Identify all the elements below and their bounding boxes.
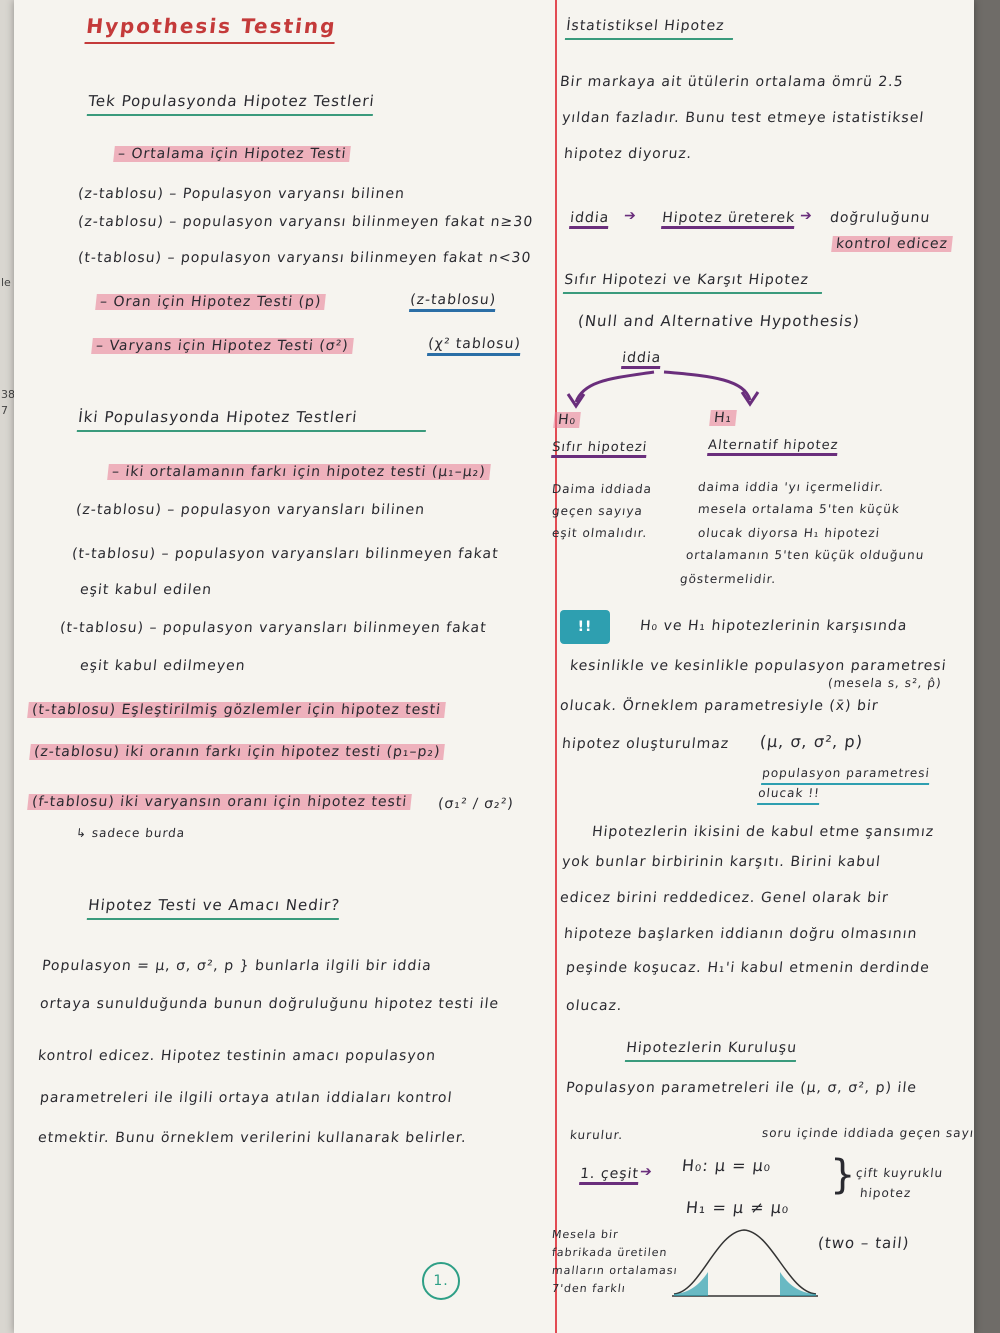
two-tail: (two – tail) — [817, 1234, 911, 1252]
kurulus-line-1: Populasyon parametreleri ile (μ, σ, σ², … — [565, 1080, 918, 1096]
t-tablosu-line-1: (t-tablosu) – populasyon varyansı bilinm… — [77, 250, 533, 266]
soru-note: soru içinde iddiada geçen sayı — [761, 1126, 975, 1140]
amac-line-1: Populasyon = μ, σ, σ², p } bunlarla ilgi… — [41, 958, 433, 974]
amac-line-3: kontrol edicez. Hipotez testinin amacı p… — [37, 1048, 437, 1064]
heading-istatistiksel: İstatistiksel Hipotez — [564, 18, 736, 40]
t-tablosu-line-3b: eşit kabul edilmeyen — [79, 658, 247, 674]
kabul-line-5: peşinde koşucaz. H₁'i kabul etmenin derd… — [565, 960, 931, 976]
pop-params: (μ, σ, σ², p) — [759, 732, 865, 751]
kontrol-edicez: kontrol edicez — [831, 236, 953, 252]
ist-line-2: yıldan fazladır. Bunu test etmeye istati… — [561, 110, 926, 126]
ist-line-1: Bir markaya ait ütülerin ortalama ömrü 2… — [559, 74, 905, 90]
hipotez-ureterek: Hipotez üreterek — [661, 210, 796, 229]
t-tablosu-line-2b: eşit kabul edilen — [79, 582, 213, 598]
page-title: Hypothesis Testing — [84, 14, 338, 44]
null-alternative: (Null and Alternative Hypothesis) — [577, 312, 861, 330]
notebook-page: Hypothesis Testing Tek Populasyonda Hipo… — [14, 0, 975, 1333]
bell-curve-icon — [672, 1229, 818, 1297]
iddia-center: iddia — [621, 350, 663, 369]
z-tablosu-line-2: (z-tablosu) – populasyon varyansı bilinm… — [77, 214, 534, 230]
heading-iki-populasyon: İki Populasyonda Hipotez Testleri — [76, 408, 429, 432]
item-iki-varyans: (f-tablosu) iki varyansın oranı için hip… — [27, 794, 413, 810]
warning-icon: !! — [560, 610, 610, 644]
cesit-label: 1. çeşit — [579, 1166, 640, 1185]
page-number: 1. — [422, 1262, 460, 1300]
h1-desc-1: daima iddia 'yı içermelidir. — [697, 480, 885, 494]
sadece-burda-note: ↳ sadece burda — [75, 826, 186, 840]
ornek-line-3: malların ortalaması — [551, 1264, 679, 1277]
heading-kurulusu: Hipotezlerin Kuruluşu — [624, 1040, 798, 1062]
arrow-right-icon: ➔ — [639, 1164, 654, 1180]
h1-equation: H₁ = μ ≠ μ₀ — [685, 1198, 791, 1217]
kabul-line-2: yok bunlar birbirinin karşıtı. Birini ka… — [561, 854, 882, 870]
z-tablosu-line-3: (z-tablosu) – populasyon varyansları bil… — [75, 502, 426, 518]
ornek-line-4: 7'den farklı — [551, 1282, 627, 1295]
z-tablosu-line-1: (z-tablosu) – Populasyon varyansı biline… — [77, 186, 406, 202]
varyans-tablo: (χ² tablosu) — [426, 336, 522, 356]
heading-sifir-karsit: Sıfır Hipotezi ve Karşıt Hipotez — [562, 272, 824, 294]
olucak-label: olucak !! — [757, 786, 821, 805]
dogrulugunu: doğruluğunu — [829, 210, 932, 226]
brace-icon: } — [830, 1152, 857, 1198]
warn-line-3: olucak. Örneklem parametresiyle (x̄) bir — [559, 698, 880, 714]
kabul-line-6: olucaz. — [565, 998, 624, 1014]
amac-line-5: etmektir. Bunu örneklem verilerini kulla… — [37, 1130, 468, 1146]
iddia-word: iddia — [569, 210, 611, 229]
edge-text: le — [1, 276, 11, 289]
h0-equation: H₀: μ = μ₀ — [681, 1156, 773, 1175]
heading-tek-populasyon: Tek Populasyonda Hipotez Testleri — [86, 92, 376, 116]
item-iki-oran: (z-tablosu) iki oranın farkı için hipote… — [29, 744, 446, 760]
amac-line-4: parametreleri ile ilgili ortaya atılan i… — [39, 1090, 454, 1106]
item-varyans: – Varyans için Hipotez Testi (σ²) — [91, 338, 354, 354]
h1-desc-3: olucak diyorsa H₁ hipotezi — [697, 526, 881, 540]
edge-strip: le 38 7 — [0, 0, 15, 1333]
h0-label: H₀ — [553, 412, 581, 428]
arrow-right-icon: ➔ — [623, 208, 638, 224]
warn-line-1: H₀ ve H₁ hipotezlerinin karşısında — [639, 618, 909, 634]
item-eslestirilmis: (t-tablosu) Eşleştirilmiş gözlemler için… — [27, 702, 446, 718]
h1-desc-4: ortalamanın 5'ten küçük olduğunu — [685, 548, 926, 562]
edge-text: 7 — [1, 404, 8, 417]
alternatif-hipotez: Alternatif hipotez — [707, 438, 840, 456]
kabul-line-4: hipoteze başlarken iddianın doğru olması… — [563, 926, 919, 942]
h1-desc-2: mesela ortalama 5'ten küçük — [697, 502, 901, 516]
arrow-right-icon: ➔ — [799, 208, 814, 224]
warn-line-2: kesinlikle ve kesinlikle populasyon para… — [569, 658, 948, 674]
ornek-line-1: Mesela bir — [551, 1228, 620, 1241]
cift-kuyruklu: çift kuyruklu — [855, 1166, 944, 1180]
hipotez-word: hipotez — [859, 1186, 913, 1200]
pop-param-label: populasyon parametresi — [761, 766, 931, 785]
item-iki-ortalama: – iki ortalamanın farkı için hipotez tes… — [107, 464, 491, 480]
kabul-line-3: edicez birini reddedicez. Genel olarak b… — [559, 890, 890, 906]
ornek-line-2: fabrikada üretilen — [551, 1246, 669, 1259]
branch-arrows-icon — [566, 370, 760, 409]
sifir-hipotezi: Sıfır hipotezi — [551, 440, 649, 458]
warn-line-4: hipotez oluşturulmaz — [561, 736, 731, 752]
ist-line-3: hipotez diyoruz. — [563, 146, 694, 162]
h1-label: H₁ — [709, 410, 737, 426]
iki-varyans-oran: (σ₁² / σ₂²) — [437, 796, 515, 812]
kurulus-line-2: kurulur. — [569, 1128, 625, 1142]
h0-desc-3: eşit olmalıdır. — [551, 526, 649, 540]
h0-desc-1: Daima iddiada — [551, 482, 653, 496]
kabul-line-1: Hipotezlerin ikisini de kabul etme şansı… — [591, 824, 936, 840]
item-oran: – Oran için Hipotez Testi (p) — [95, 294, 327, 310]
mesela-note: (mesela s, s², p̂) — [827, 676, 943, 690]
margin-line — [555, 0, 557, 1333]
oran-tablo: (z-tablosu) — [408, 292, 497, 312]
edge-text: 38 — [1, 388, 15, 401]
t-tablosu-line-3a: (t-tablosu) – populasyon varyansları bil… — [59, 620, 488, 636]
item-ortalama: – Ortalama için Hipotez Testi — [113, 146, 352, 162]
t-tablosu-line-2a: (t-tablosu) – populasyon varyansları bil… — [71, 546, 500, 562]
amac-line-2: ortaya sunulduğunda bunun doğruluğunu hi… — [39, 996, 500, 1012]
h0-desc-2: geçen sayıya — [551, 504, 644, 518]
heading-amac: Hipotez Testi ve Amacı Nedir? — [86, 896, 342, 920]
h1-desc-5: göstermelidir. — [679, 572, 778, 586]
